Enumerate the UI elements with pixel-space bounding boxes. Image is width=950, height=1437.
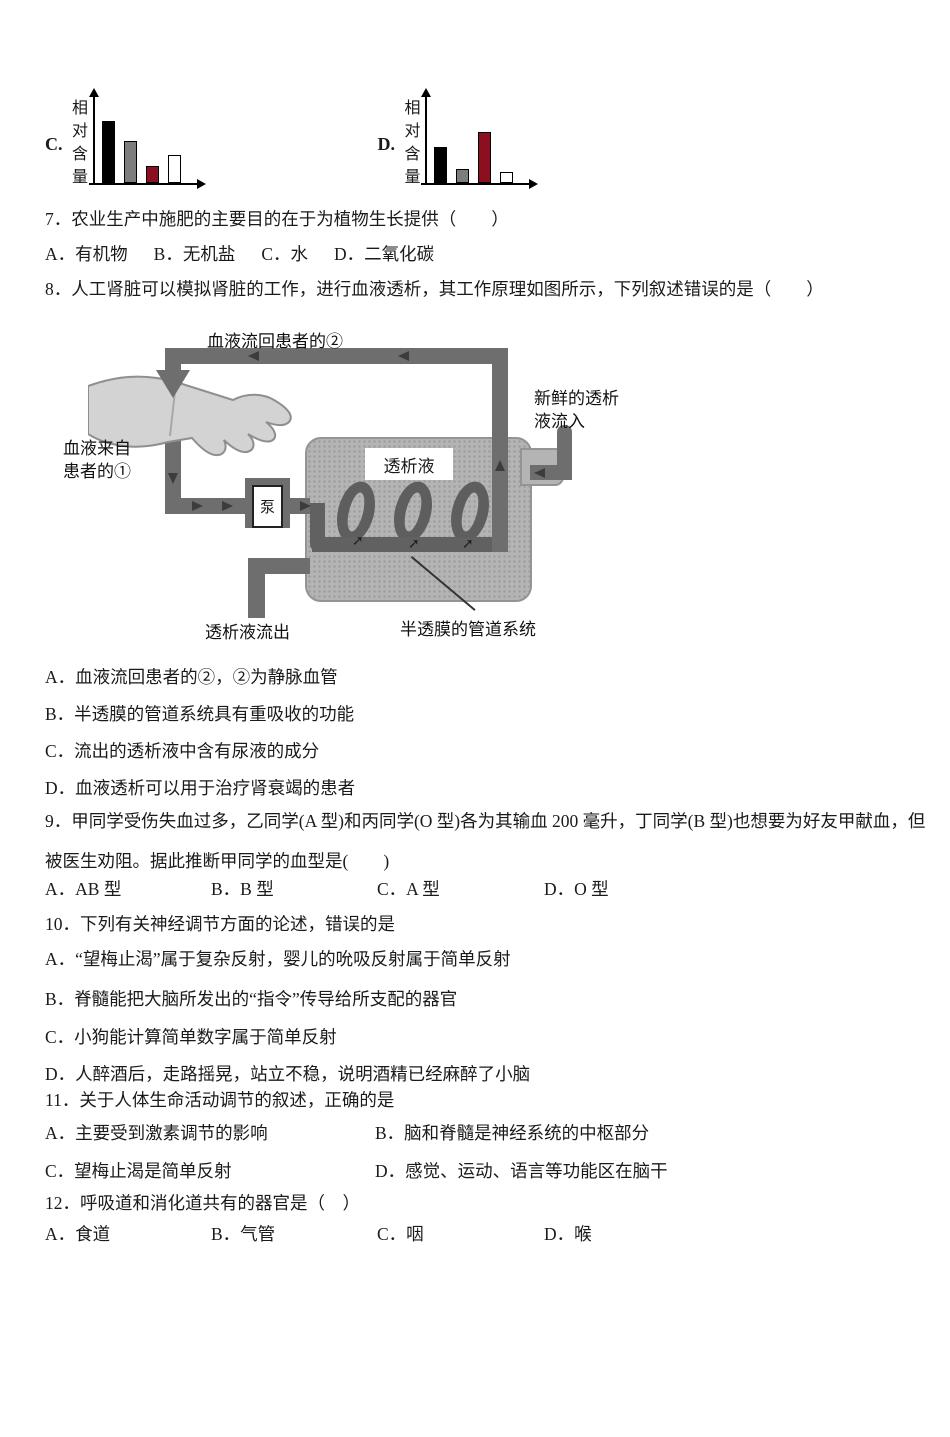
blood-return-label: 血液流回患者的② — [207, 332, 343, 351]
flow-arrow-right-icon — [192, 501, 203, 511]
membrane-label: 半透膜的管道系统 — [400, 620, 536, 639]
question-12-options: A．食道 B．气管 C．咽 D．喉 — [45, 1225, 950, 1243]
dialysate-label-box: 透析液 — [365, 448, 453, 480]
option: C．水 — [261, 244, 309, 264]
blood-from-label: 血液来自 患者的① — [63, 437, 131, 483]
option: B．B 型 — [211, 879, 274, 899]
chart-option-letter: C. — [45, 134, 63, 154]
question-12-stem: 12．呼吸道和消化道共有的器官是（ ） — [45, 1193, 360, 1213]
coil-left-elbow — [310, 503, 325, 552]
dialysis-diagram: ➚ ➚ ➚ 泵 透析液 血液流回患者的② 血液来自 患者的① 新鲜的透析 液流入 — [60, 325, 660, 655]
coil-bottom-tube — [312, 537, 508, 552]
fresh-dialysate-label: 新鲜的透析 液流入 — [534, 387, 619, 433]
question-11-options-row1: A．主要受到激素调节的影响 B．脑和脊髓是神经系统的中枢部分 — [45, 1124, 950, 1142]
bar — [500, 172, 513, 183]
pump-label: 泵 — [259, 500, 275, 516]
blood-from-line2: 患者的① — [63, 462, 131, 481]
question-7-options: A．有机物 B．无机盐 C．水 D．二氧化碳 — [45, 245, 950, 263]
y-axis-label: 相对含量 — [404, 100, 421, 186]
fresh-in-line2: 液流入 — [534, 412, 585, 431]
flow-arrow-left-icon — [398, 351, 409, 361]
x-axis-arrow-icon — [529, 179, 538, 189]
option: D．O 型 — [544, 879, 609, 899]
question-11-options-row2: C．望梅止渴是简单反射 D．感觉、运动、语言等功能区在脑干 — [45, 1162, 950, 1180]
flow-arrow-right-icon — [300, 501, 311, 511]
y-axis — [88, 88, 99, 185]
y-axis-label: 相对含量 — [71, 100, 88, 186]
flow-arrow-right-icon — [222, 501, 233, 511]
x-axis — [421, 179, 538, 189]
bar — [123, 141, 137, 183]
question-10-stem: 10．下列有关神经调节方面的论述，错误的是 — [45, 914, 395, 934]
coil-flow-arrow-icon: ➚ — [408, 536, 420, 552]
flow-arrow-left-icon — [248, 351, 259, 361]
dialysate-out-label: 透析液流出 — [205, 623, 290, 642]
bar — [456, 169, 469, 183]
option: C．望梅止渴是简单反射 — [45, 1161, 232, 1181]
option: B．脑和脊髓是神经系统的中枢部分 — [375, 1123, 650, 1143]
flow-arrow-left-icon — [534, 468, 545, 478]
option: D．感觉、运动、语言等功能区在脑干 — [375, 1161, 668, 1181]
question-11-stem: 11．关于人体生命活动调节的叙述，正确的是 — [45, 1090, 395, 1110]
answer-charts-row: C. 相对含量 D. 相对含量 — [45, 88, 950, 189]
question-9-options: A．AB 型 B．B 型 C．A 型 D．O 型 — [45, 880, 950, 898]
option: A．AB 型 — [45, 879, 122, 899]
option: D．人醉酒后，走路摇晃，站立不稳，说明酒精已经麻醉了小脑 — [45, 1064, 531, 1084]
x-axis-arrow-icon — [196, 179, 206, 189]
question-9-stem-line2: 被医生劝阻。据此推断甲同学的血型是( ) — [45, 851, 390, 871]
fresh-dialysate-inlet-tube — [557, 425, 572, 473]
question-8-stem: 8．人工肾脏可以模拟肾脏的工作，进行血液透析，其工作原理如图所示，下列叙述错误的… — [45, 279, 824, 299]
option: C．小狗能计算简单数字属于简单反射 — [45, 1027, 337, 1047]
bar — [434, 147, 447, 183]
bar — [167, 155, 181, 183]
coil-flow-arrow-icon: ➚ — [352, 533, 364, 549]
flow-arrow-up-icon — [495, 460, 505, 471]
coil-flow-arrow-icon: ➚ — [462, 536, 474, 552]
pump-label-box: 泵 — [252, 485, 283, 528]
option: C．流出的透析液中含有尿液的成分 — [45, 741, 320, 761]
question-9-stem-line1: 9．甲同学受伤失血过多，乙同学(A 型)和丙同学(O 型)各为其输血 200 毫… — [45, 811, 926, 831]
fresh-in-line1: 新鲜的透析 — [534, 389, 619, 408]
chart-option-letter: D. — [377, 134, 396, 154]
option: A．主要受到激素调节的影响 — [45, 1123, 268, 1143]
question-7-stem: 7．农业生产中施肥的主要目的在于为植物生长提供（ ） — [45, 209, 509, 229]
option: D．血液透析可以用于治疗肾衰竭的患者 — [45, 778, 356, 798]
option: B．无机盐 — [153, 244, 236, 264]
x-axis — [88, 179, 206, 189]
option: A．食道 — [45, 1224, 111, 1244]
bar-chart-d — [421, 88, 538, 189]
chart-option-c: C. 相对含量 — [45, 88, 206, 189]
bar — [145, 166, 159, 183]
option: A．有机物 — [45, 244, 128, 264]
y-axis-arrow-icon — [88, 88, 99, 97]
flow-arrow-down-icon — [168, 473, 178, 484]
bar-chart-c — [88, 88, 206, 189]
bars — [434, 132, 513, 183]
option: A．“望梅止渴”属于复杂反射，婴儿的吮吸反射属于简单反射 — [45, 949, 511, 969]
dialysate-label: 透析液 — [383, 456, 435, 476]
chart-option-d: D. 相对含量 — [377, 88, 538, 189]
option: C．咽 — [377, 1224, 424, 1244]
option: B．脊髓能把大脑所发出的“指令”传导给所支配的器官 — [45, 989, 458, 1009]
bars — [101, 121, 181, 183]
option: C．A 型 — [377, 879, 440, 899]
option: D．二氧化碳 — [334, 244, 435, 264]
blood-return-arrow-icon — [156, 370, 190, 398]
blood-riser-tube — [492, 348, 508, 552]
y-axis-arrow-icon — [421, 88, 431, 97]
bar — [101, 121, 115, 183]
option: D．喉 — [544, 1224, 592, 1244]
option: A．血液流回患者的②，②为静脉血管 — [45, 667, 338, 687]
blood-from-line1: 血液来自 — [63, 439, 131, 458]
bar — [478, 132, 491, 183]
y-axis — [421, 88, 431, 185]
dialysate-outlet-drop — [248, 558, 265, 618]
option: B．气管 — [211, 1224, 276, 1244]
option: B．半透膜的管道系统具有重吸收的功能 — [45, 704, 355, 724]
